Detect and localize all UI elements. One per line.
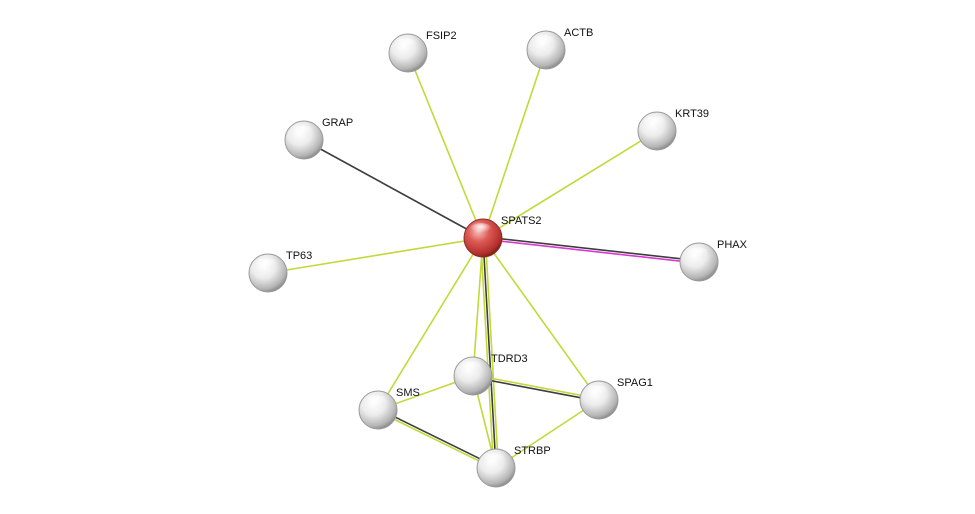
node-highlight [586,385,608,397]
node-label: GRAP [322,117,353,129]
node-highlight [470,223,492,235]
node-highlight [644,116,666,128]
node-tdrd3[interactable]: TDRD3 [453,353,528,396]
node-label: TP63 [286,250,312,262]
edge-sms-strbp-coexpression[interactable] [378,408,497,468]
edge-spats2-actb-textmining[interactable] [482,49,547,239]
node-highlight [395,38,417,50]
edge-spats2-strbp-coexpression[interactable] [482,237,497,469]
node-label: SPAG1 [617,377,653,389]
node-highlight [291,125,313,137]
edge-spats2-strbp-textmining[interactable] [479,238,495,469]
edge-spats2-phax-coexpression[interactable] [483,236,700,262]
edge-spats2-strbp-textmining[interactable] [484,237,500,468]
node-label: SMS [396,387,420,399]
node-highlight [686,247,708,259]
node-sms[interactable]: SMS [358,387,420,430]
edge-sms-strbp-textmining[interactable] [377,410,496,470]
node-label: KRT39 [675,108,709,120]
edges-layer [267,49,700,470]
node-highlight [365,395,387,407]
edge-tdrd3-spag1-coexpression[interactable] [472,376,599,402]
edge-spats2-krt39-textmining[interactable] [482,130,658,239]
node-label: PHAX [717,239,748,251]
node-highlight [255,258,277,270]
node-tp63[interactable]: TP63 [248,250,312,293]
node-spats2[interactable]: SPATS2 [463,215,542,258]
node-strbp[interactable]: STRBP [476,445,551,488]
edge-spag1-strbp-textmining[interactable] [495,399,600,469]
edge-spats2-sms-textmining[interactable] [377,237,484,411]
node-highlight [533,35,555,47]
node-spag1[interactable]: SPAG1 [579,377,653,420]
edge-tdrd3-spag1-textmining[interactable] [473,374,600,400]
node-label: ACTB [564,27,593,39]
node-fsip2[interactable]: FSIP2 [388,30,457,73]
edge-spats2-grap-coexpression[interactable] [303,139,484,239]
node-krt39[interactable]: KRT39 [637,108,709,151]
node-grap[interactable]: GRAP [284,117,353,160]
node-label: TDRD3 [491,353,528,365]
node-highlight [483,453,505,465]
edge-spats2-fsip2-textmining[interactable] [407,52,484,239]
edge-spats2-tp63-textmining[interactable] [267,237,484,274]
node-label: FSIP2 [426,30,457,42]
edge-spats2-spag1-textmining[interactable] [482,237,600,401]
node-phax[interactable]: PHAX [679,239,748,282]
edge-spats2-phax-experiments[interactable] [482,238,699,264]
node-highlight [460,361,482,373]
node-label: STRBP [514,445,551,457]
node-actb[interactable]: ACTB [526,27,593,70]
node-label: SPATS2 [501,215,542,227]
